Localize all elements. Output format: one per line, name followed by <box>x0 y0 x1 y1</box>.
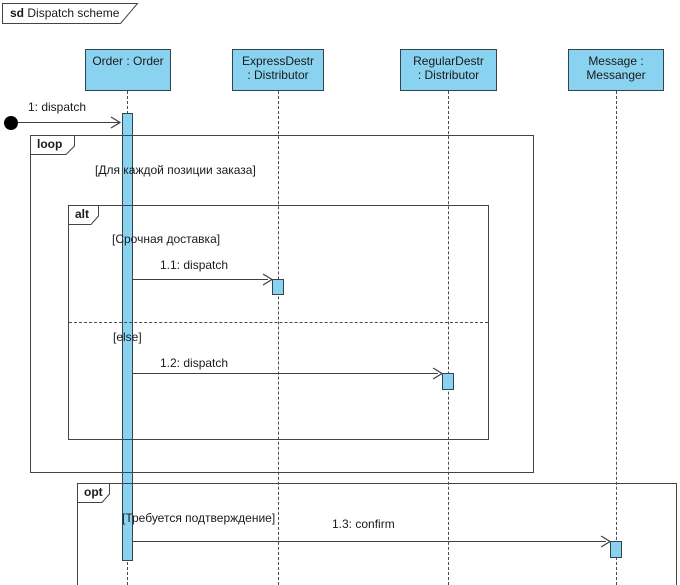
lifeline-expressdestr <box>278 91 279 585</box>
opt-operator-label: opt <box>84 485 103 499</box>
fragment-opt <box>77 483 677 585</box>
message-1-line <box>18 122 120 123</box>
frame-name: Dispatch scheme <box>27 6 120 20</box>
pentagon-tab-icon <box>68 205 99 225</box>
message-1-2-line <box>133 373 438 374</box>
message-1-label: 1: dispatch <box>28 100 87 114</box>
lifeline-regulardestr <box>448 91 449 585</box>
pentagon-tab-icon <box>77 483 110 503</box>
loop-operator-tab: loop <box>30 135 76 155</box>
message-1-1-line <box>133 279 268 280</box>
activation-bar-message <box>610 541 622 558</box>
alt-operator-label: alt <box>75 207 90 221</box>
message-1-2-label: 1.2: dispatch <box>160 356 229 370</box>
message-1-3-line <box>133 541 606 542</box>
alt-guard-if: [Срочная доставка] <box>112 232 221 246</box>
lifeline-head-order: Order : Order <box>85 49 171 91</box>
open-arrowhead-icon <box>600 535 611 548</box>
loop-operator-label: loop <box>37 137 63 151</box>
lifeline-name-line2: Messanger <box>586 68 646 82</box>
lifeline-name: Order : Order <box>92 54 164 68</box>
lifeline-name-line2: : Distributor <box>417 68 480 82</box>
lifeline-name: ExpressDestr <box>241 54 315 68</box>
activation-bar-order <box>122 113 133 561</box>
message-1-3-label: 1.3: confirm <box>332 517 395 531</box>
alt-else-separator <box>69 322 488 323</box>
opt-guard: [Требуется подтверждение] <box>122 511 276 525</box>
fragment-alt <box>68 205 489 440</box>
pentagon-tab-icon <box>30 135 75 155</box>
activation-bar-regulardestr <box>442 373 454 390</box>
alt-operator-tab: alt <box>68 205 100 225</box>
lifeline-name-line2: : Distributor <box>247 68 309 82</box>
open-arrowhead-icon <box>262 273 273 286</box>
lifeline-head-regulardestr: RegularDestr : Distributor <box>400 49 497 91</box>
lifeline-head-expressdestr: ExpressDestr : Distributor <box>232 49 324 91</box>
loop-guard: [Для каждой позиции заказа] <box>95 163 256 177</box>
alt-guard-else: [else] <box>113 330 142 344</box>
message-1-1-label: 1.1: dispatch <box>160 258 229 272</box>
opt-operator-tab: opt <box>77 483 111 503</box>
open-arrowhead-icon <box>110 116 121 129</box>
fragment-loop <box>30 135 534 473</box>
frame-title-text: sd Dispatch scheme <box>10 6 119 20</box>
activation-bar-expressdestr <box>272 279 284 295</box>
lifeline-name: Message : <box>588 54 644 68</box>
found-message-circle-icon <box>4 116 18 130</box>
lifeline-head-message: Message : Messanger <box>568 49 664 91</box>
lifeline-name: RegularDestr <box>413 54 484 68</box>
open-arrowhead-icon <box>432 367 443 380</box>
frame-title-tab: sd Dispatch scheme <box>2 3 142 24</box>
lifeline-message <box>616 91 617 585</box>
frame-keyword: sd <box>10 6 25 20</box>
frame-title-shape-icon <box>2 3 139 24</box>
